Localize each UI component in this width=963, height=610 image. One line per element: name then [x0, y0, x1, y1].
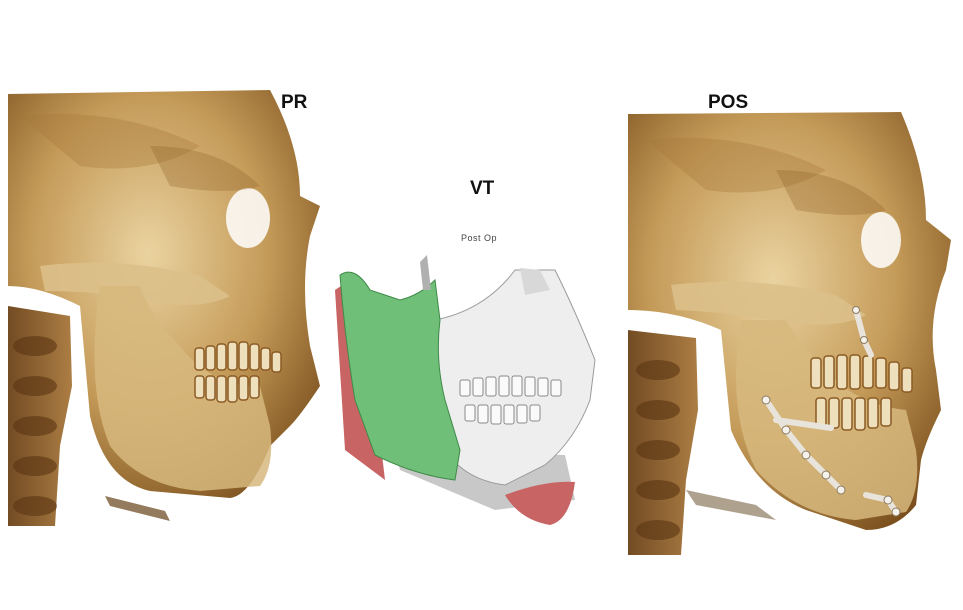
label-pre: PR: [281, 92, 308, 113]
post-op-skull-image: [626, 110, 961, 555]
virtual-treatment-model-image: [325, 250, 615, 535]
label-post-op: Post Op: [461, 233, 498, 243]
label-vt: VT: [470, 178, 495, 199]
label-post: POS: [708, 92, 749, 113]
pre-op-skull-image: [0, 86, 335, 531]
